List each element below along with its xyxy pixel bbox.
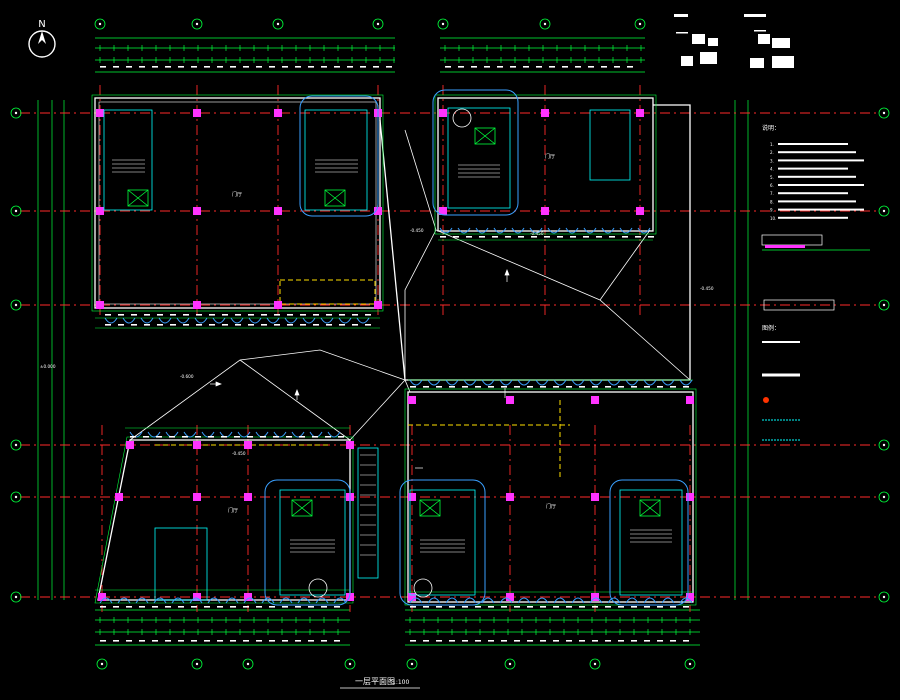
note-item: 5. bbox=[770, 175, 774, 180]
axis-grid bbox=[20, 85, 880, 612]
legend-heading: 图例： bbox=[762, 324, 780, 332]
room-labels: 门厅 门厅 门厅 门厅 bbox=[228, 153, 556, 514]
room-label: 门厅 bbox=[232, 191, 242, 198]
elevation-mark: -0.450 bbox=[700, 286, 714, 291]
title-block bbox=[674, 14, 794, 68]
notes-panel: 说明： 1. 2. 3. 4. 5. 6. 7. 8. 9. 10. 图例： bbox=[761, 124, 870, 441]
elevation-mark: -0.450 bbox=[530, 231, 544, 236]
note-item: 2. bbox=[770, 150, 774, 155]
partitions bbox=[155, 279, 570, 480]
dimension-lines bbox=[37, 37, 749, 646]
elevation-mark: -0.450 bbox=[410, 228, 424, 233]
note-item: 4. bbox=[770, 167, 774, 172]
drawing-title-text: 一层平面图 bbox=[355, 677, 395, 686]
inner-grid bbox=[91, 94, 697, 606]
room-label: 门厅 bbox=[545, 153, 555, 160]
room-label: 门厅 bbox=[546, 503, 556, 510]
note-item: 3. bbox=[770, 158, 774, 163]
notes-heading: 说明： bbox=[762, 124, 780, 132]
note-item: 8. bbox=[770, 199, 774, 204]
elevation-marks: ±0.000 -0.450 -0.450 -0.450 -0.600 -0.45… bbox=[40, 228, 714, 456]
drawing-title: 一层平面图 1:100 bbox=[340, 677, 420, 689]
elevation-mark: ±0.000 bbox=[40, 364, 56, 369]
room-label: 门厅 bbox=[228, 507, 238, 514]
grid-tick-labels bbox=[100, 66, 689, 642]
north-compass: N bbox=[28, 19, 56, 58]
walls bbox=[94, 97, 694, 603]
window-openings bbox=[99, 89, 693, 606]
note-item: 7. bbox=[770, 191, 774, 196]
elevation-mark: -0.600 bbox=[180, 374, 194, 379]
columns bbox=[96, 109, 694, 601]
up-arrows bbox=[210, 269, 510, 469]
elevation-mark: -0.450 bbox=[232, 451, 246, 456]
note-item: 10. bbox=[770, 216, 776, 221]
note-item: 1. bbox=[770, 142, 774, 147]
compass-label: N bbox=[38, 19, 45, 30]
stair-cores bbox=[103, 107, 683, 601]
note-item: 6. bbox=[770, 183, 774, 188]
axis-bubbles bbox=[10, 18, 890, 670]
drawing-scale: 1:100 bbox=[392, 679, 409, 686]
note-item: 9. bbox=[770, 208, 774, 213]
